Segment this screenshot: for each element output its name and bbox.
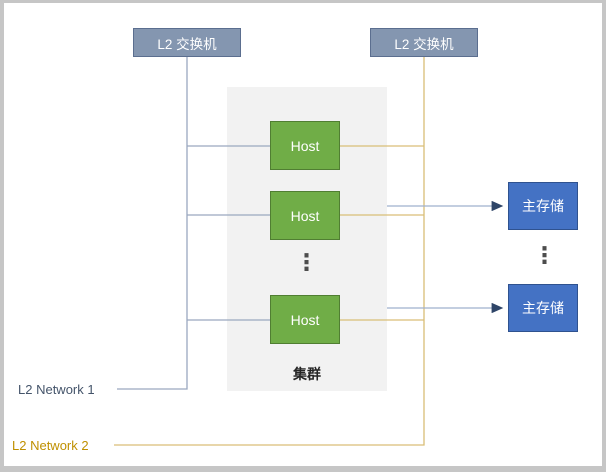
hosts-vertical-ellipsis: ⋮ [295, 250, 318, 276]
primary-storage-2: 主存储 [508, 284, 578, 332]
cluster-label: 集群 [293, 366, 321, 382]
l2-switch-2: L2 交换机 [370, 28, 478, 57]
host-2-label: Host [290, 207, 320, 224]
primary-storage-1-label: 主存储 [522, 198, 564, 214]
l2-network-1-label: L2 Network 1 [18, 382, 95, 397]
host-1-label: Host [290, 137, 320, 154]
storages-vertical-ellipsis: ⋮ [533, 243, 556, 269]
l2-switch-2-label: L2 交换机 [394, 36, 454, 52]
l2-switch-1-label: L2 交换机 [157, 36, 217, 52]
host-3-label: Host [290, 311, 320, 328]
host-node-3: Host [270, 295, 340, 344]
host-node-1: Host [270, 121, 340, 170]
l2-network-2-label: L2 Network 2 [12, 438, 89, 453]
host-node-2: Host [270, 191, 340, 240]
l2-switch-1: L2 交换机 [133, 28, 241, 57]
network1-trunk-line [117, 57, 188, 390]
primary-storage-2-label: 主存储 [522, 300, 564, 316]
network2-trunk-line [114, 57, 425, 446]
primary-storage-1: 主存储 [508, 182, 578, 230]
